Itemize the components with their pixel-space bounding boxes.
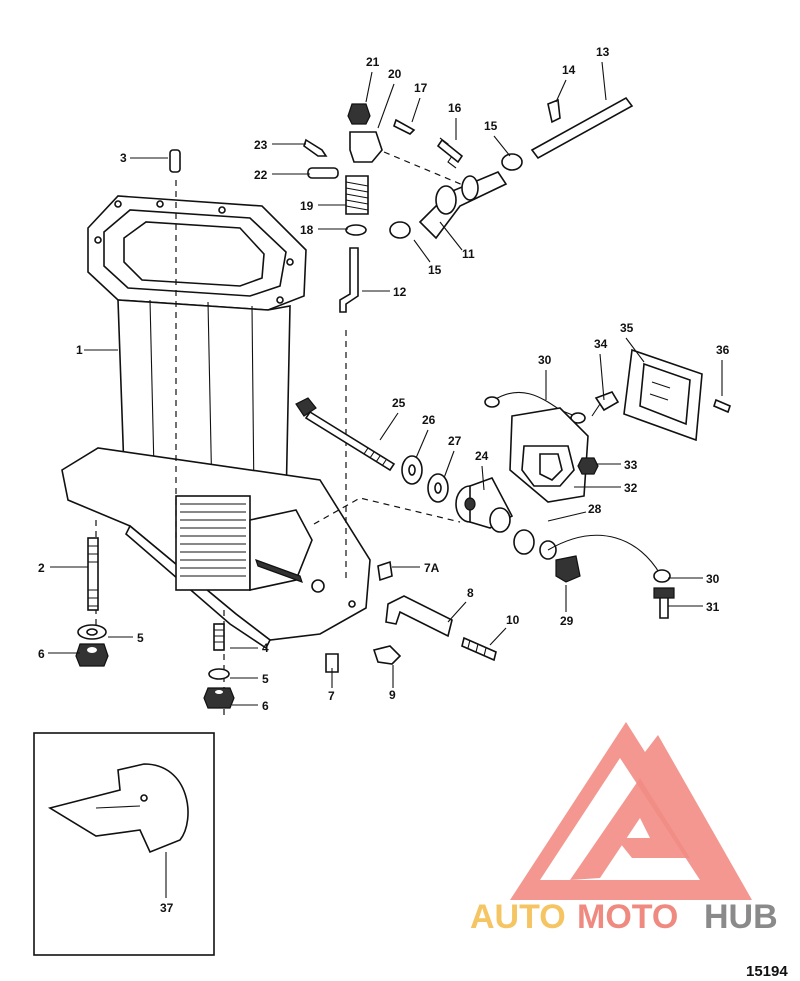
callout-label-c35: 35 bbox=[620, 321, 634, 335]
callout-label-c26: 26 bbox=[422, 413, 436, 427]
callout-leader-c27 bbox=[443, 450, 455, 479]
callout-label-c34: 34 bbox=[594, 337, 608, 351]
callout-label-c33: 33 bbox=[624, 458, 638, 472]
callout-label-c36: 36 bbox=[716, 343, 730, 357]
watermark-hub: HUB bbox=[704, 898, 778, 936]
shift-rod bbox=[339, 247, 359, 313]
upper-mount-bracket bbox=[484, 391, 620, 503]
water-hose-fittings bbox=[325, 560, 497, 673]
callout-label-c10: 10 bbox=[506, 613, 520, 627]
callout-leader-c11 bbox=[439, 221, 463, 251]
water-intake-grille bbox=[180, 503, 246, 577]
cavitation-plate bbox=[61, 447, 371, 650]
callout-label-c5: 5 bbox=[137, 631, 144, 645]
shift-shaft bbox=[389, 96, 634, 240]
watermark-text: AUTO MOTO HUB bbox=[470, 898, 778, 936]
cover-plate bbox=[623, 348, 731, 442]
callout-label-c3: 3 bbox=[120, 151, 127, 165]
callout-leader-c17 bbox=[411, 97, 421, 123]
callout-label-c17: 17 bbox=[414, 81, 428, 95]
callout-label-c7: 7 bbox=[328, 689, 335, 703]
linkage-pins bbox=[303, 138, 339, 179]
stud-right bbox=[203, 623, 235, 709]
callout-leader-c21 bbox=[365, 71, 373, 103]
callout-leaders bbox=[48, 61, 723, 898]
callout-label-c22: 22 bbox=[254, 168, 268, 182]
stud-left bbox=[75, 537, 109, 667]
callout-label-c6b: 6 bbox=[262, 699, 269, 713]
callout-label-c19: 19 bbox=[300, 199, 314, 213]
callout-label-c2: 2 bbox=[38, 561, 45, 575]
callout-label-c12: 12 bbox=[393, 285, 407, 299]
callout-label-c1: 1 bbox=[76, 343, 83, 357]
callout-leader-c14 bbox=[555, 79, 567, 103]
callout-labels: 1234556677A89101112131415151617181920212… bbox=[38, 45, 730, 915]
ground-strap-assembly bbox=[513, 529, 675, 619]
callout-leader-c35 bbox=[625, 337, 645, 363]
callout-label-c13: 13 bbox=[596, 45, 610, 59]
callout-label-c25: 25 bbox=[392, 396, 406, 410]
shift-spring bbox=[393, 118, 464, 169]
callout-leader-c26 bbox=[415, 429, 429, 459]
callout-leader-c20 bbox=[377, 83, 395, 129]
callout-label-c28: 28 bbox=[588, 502, 602, 516]
callout-label-c37: 37 bbox=[160, 901, 174, 915]
callout-label-c30b: 30 bbox=[706, 572, 720, 586]
callout-label-c32: 32 bbox=[624, 481, 638, 495]
callout-label-c4: 4 bbox=[262, 641, 269, 655]
callout-label-c15: 15 bbox=[484, 119, 498, 133]
rubber-mount bbox=[455, 477, 514, 533]
callout-label-c21: 21 bbox=[366, 55, 380, 69]
callout-leader-c8 bbox=[447, 601, 467, 623]
callout-leader-c10 bbox=[489, 627, 507, 646]
callout-leader-c25 bbox=[379, 412, 399, 441]
callout-leader-c34 bbox=[599, 353, 605, 401]
callout-label-c23: 23 bbox=[254, 138, 268, 152]
callout-leader-c15 bbox=[493, 135, 511, 157]
callout-label-c24: 24 bbox=[475, 449, 489, 463]
callout-label-c9: 9 bbox=[389, 688, 396, 702]
callout-label-c18: 18 bbox=[300, 223, 314, 237]
callout-label-c30: 30 bbox=[538, 353, 552, 367]
callout-leader-c24 bbox=[481, 465, 485, 491]
callout-label-c14: 14 bbox=[562, 63, 576, 77]
callout-label-c27: 27 bbox=[448, 434, 462, 448]
watermark-auto: AUTO bbox=[470, 898, 566, 936]
callout-label-c15b: 15 bbox=[428, 263, 442, 277]
callout-label-c31: 31 bbox=[706, 600, 720, 614]
inset-box bbox=[33, 732, 215, 956]
callout-leader-c15b bbox=[413, 239, 431, 263]
callout-leader-c13 bbox=[601, 61, 607, 101]
callout-label-c7a: 7A bbox=[424, 561, 440, 575]
callout-label-c5b: 5 bbox=[262, 672, 269, 686]
callout-label-c11: 11 bbox=[462, 247, 475, 261]
shift-spring-assembly bbox=[345, 103, 383, 236]
dowel-pin bbox=[169, 149, 181, 173]
watermark-logo bbox=[510, 722, 752, 900]
mount-bolt bbox=[295, 397, 449, 503]
callout-label-c29: 29 bbox=[560, 614, 574, 628]
callout-label-c6: 6 bbox=[38, 647, 45, 661]
callout-label-c20: 20 bbox=[388, 67, 402, 81]
callout-label-c8: 8 bbox=[467, 586, 474, 600]
callout-leader-c28 bbox=[547, 511, 587, 522]
callout-label-c16: 16 bbox=[448, 101, 462, 115]
diagram-reference-number: 15194 bbox=[746, 963, 788, 980]
watermark-moto: MOTO bbox=[577, 898, 678, 936]
